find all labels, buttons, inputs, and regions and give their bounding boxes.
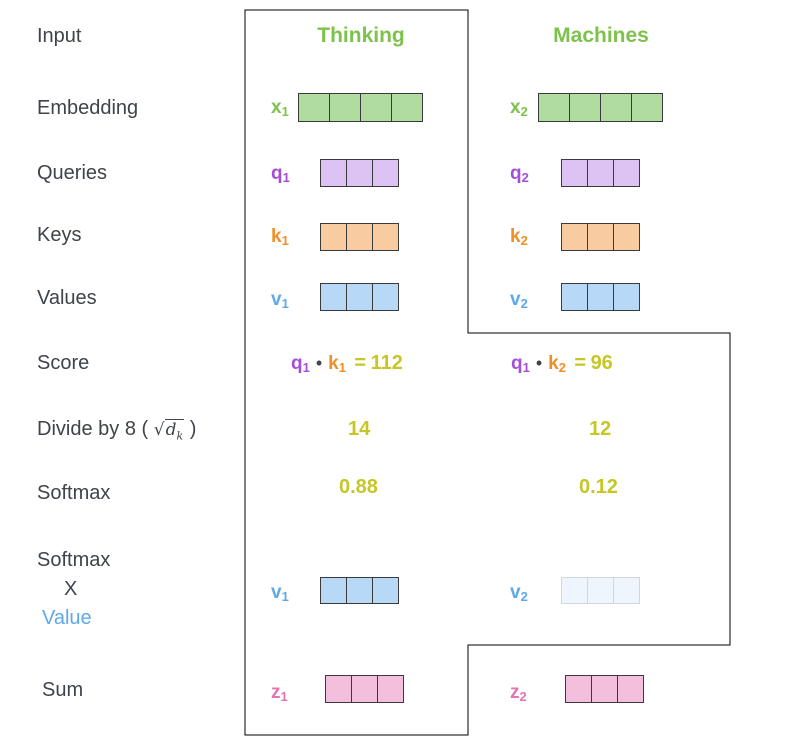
var-v1: v1 [271, 289, 289, 311]
value-vector-2 [561, 283, 640, 311]
label-input: Input [37, 25, 82, 47]
var-z1: z1 [271, 682, 288, 704]
var-x2: x2 [510, 97, 528, 119]
score-value-1: 112 [370, 352, 403, 374]
output-vector-2 [565, 675, 644, 703]
word-thinking: Thinking [317, 24, 405, 47]
score-expression-1: q1•k1 = 112 [291, 352, 403, 375]
label-softmax-x: Softmax [37, 549, 111, 571]
var-v1-weighted: v1 [271, 582, 289, 604]
embedding-vector-1 [298, 93, 423, 122]
var-v2-weighted: v2 [510, 582, 528, 604]
var-z2: z2 [510, 682, 527, 704]
weighted-value-vector-2 [561, 577, 640, 604]
label-x: X [64, 578, 78, 600]
score-value-2: 96 [590, 352, 613, 374]
softmax-value-1: 0.88 [339, 476, 378, 498]
output-vector-1 [325, 675, 404, 703]
label-keys: Keys [37, 224, 82, 246]
var-v2: v2 [510, 289, 528, 311]
var-k1: k1 [271, 226, 289, 248]
softmax-value-2: 0.12 [579, 476, 618, 498]
embedding-vector-2 [538, 93, 663, 122]
label-value: Value [42, 607, 92, 629]
label-divide: Divide by 8 ( √dk ) [37, 418, 197, 443]
score-expression-2: q1•k2 = 96 [511, 352, 613, 375]
label-queries: Queries [37, 162, 108, 184]
var-q2: q2 [510, 163, 529, 185]
label-embedding: Embedding [37, 97, 139, 119]
sqrt-dk: √dk [153, 419, 185, 443]
var-k2: k2 [510, 226, 528, 248]
key-vector-1 [320, 223, 399, 251]
divided-value-2: 12 [589, 418, 612, 440]
label-values: Values [37, 287, 97, 309]
weighted-value-vector-1 [320, 577, 399, 604]
label-softmax: Softmax [37, 482, 111, 504]
label-sum: Sum [42, 679, 84, 701]
value-vector-1 [320, 283, 399, 311]
var-q1: q1 [271, 163, 290, 185]
var-x1: x1 [271, 97, 289, 119]
word-machines: Machines [553, 24, 649, 47]
query-vector-1 [320, 159, 399, 187]
divided-value-1: 14 [348, 418, 371, 440]
query-vector-2 [561, 159, 640, 187]
label-score: Score [37, 352, 90, 374]
key-vector-2 [561, 223, 640, 251]
